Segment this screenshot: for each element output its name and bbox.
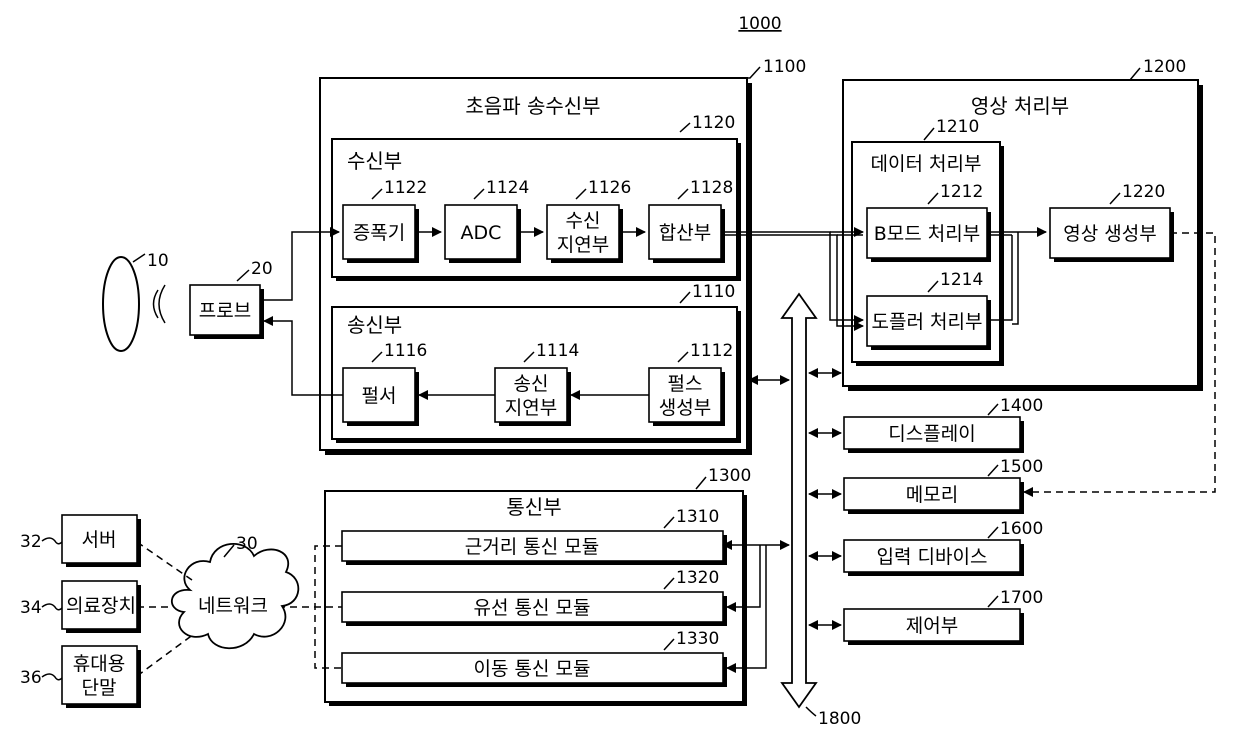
portable-terminal-block: 휴대용 단말 36 (20, 646, 141, 708)
transmit-delay-ref: 1114 (536, 341, 579, 361)
display-ref: 1400 (1000, 396, 1043, 416)
doppler-processor-label: 도플러 처리부 (872, 311, 983, 333)
portable-terminal-ref: 36 (20, 668, 42, 688)
controller-ref: 1700 (1000, 588, 1043, 608)
communication-title: 통신부 (506, 495, 561, 519)
short-range-module-ref: 1310 (676, 507, 719, 527)
receive-delay-label-line2: 지연부 (557, 234, 609, 256)
transmitter-ref: 1110 (692, 282, 735, 302)
memory-ref: 1500 (1000, 457, 1043, 477)
probe-label: 프로브 (199, 300, 251, 322)
server-label: 서버 (82, 529, 117, 551)
memory-label: 메모리 (906, 484, 958, 506)
doppler-processor-ref: 1214 (940, 270, 983, 290)
receiver-title: 수신부 (347, 149, 402, 173)
portable-terminal-label-line2: 단말 (82, 677, 117, 699)
pulse-generator-label-line2: 생성부 (659, 397, 711, 419)
server-ref: 32 (20, 532, 42, 552)
image-processor-ref: 1200 (1143, 57, 1186, 77)
medical-device-label: 의료장치 (66, 595, 136, 617)
input-device-block: 입력 디바이스 1600 (844, 519, 1043, 576)
probe-block: 프로브 20 (190, 259, 273, 339)
portable-terminal-label-line1: 휴대용 (73, 653, 125, 675)
bmode-processor-label: B모드 처리부 (874, 223, 980, 245)
input-device-label: 입력 디바이스 (877, 546, 988, 568)
summer-ref: 1128 (690, 178, 733, 198)
transmit-delay-label-line2: 지연부 (505, 397, 557, 419)
pulser-ref: 1116 (384, 341, 427, 361)
data-processor-title: 데이터 처리부 (871, 153, 982, 175)
display-label: 디스플레이 (888, 423, 975, 445)
receiver-ref: 1120 (692, 113, 735, 133)
controller-block: 제어부 1700 (844, 588, 1043, 645)
probe-ref: 20 (251, 259, 273, 279)
network-label: 네트워크 (198, 595, 268, 617)
amplifier-label: 증폭기 (353, 222, 405, 244)
mobile-module-label: 이동 통신 모듈 (474, 658, 591, 680)
figure-number: 1000 (738, 14, 781, 34)
transceiver-ref: 1100 (763, 57, 806, 77)
medical-device-ref: 34 (20, 598, 42, 618)
image-generator-label: 영상 생성부 (1063, 223, 1156, 245)
transceiver-title: 초음파 송수신부 (465, 94, 600, 118)
transmitter-title: 송신부 (347, 313, 402, 337)
receive-delay-ref: 1126 (588, 178, 631, 198)
input-device-ref: 1600 (1000, 519, 1043, 539)
wired-module-ref: 1320 (676, 568, 719, 588)
image-generator-ref: 1220 (1122, 182, 1165, 202)
mobile-module-ref: 1330 (676, 629, 719, 649)
bmode-processor-ref: 1212 (940, 182, 983, 202)
wired-module-label: 유선 통신 모듈 (474, 597, 591, 619)
image-processor-title: 영상 처리부 (971, 94, 1069, 118)
display-block: 디스플레이 1400 (844, 396, 1043, 453)
data-processor-ref: 1210 (936, 117, 979, 137)
controller-label: 제어부 (906, 615, 958, 637)
server-block: 서버 32 (20, 515, 141, 567)
short-range-module-label: 근거리 통신 모듈 (465, 536, 599, 558)
adc-ref: 1124 (486, 178, 529, 198)
memory-block: 메모리 1500 (844, 457, 1043, 514)
amplifier-ref: 1122 (384, 178, 427, 198)
receive-delay-label-line1: 수신 (566, 210, 601, 232)
object-ellipse: 10 (103, 251, 169, 351)
adc-label: ADC (461, 222, 502, 244)
transmit-delay-label-line1: 송신 (514, 373, 549, 395)
network-cloud: 네트워크 30 (172, 534, 298, 648)
medical-device-block: 의료장치 34 (20, 581, 141, 633)
bus-ref: 1800 (818, 709, 861, 729)
pulser-label: 펄서 (362, 385, 397, 407)
object-ref: 10 (147, 251, 169, 271)
pulse-generator-ref: 1112 (690, 341, 733, 361)
summer-label: 합산부 (659, 222, 711, 244)
pulse-generator-label-line1: 펄스 (668, 373, 703, 395)
communication-ref: 1300 (708, 466, 751, 486)
network-ref: 30 (236, 534, 258, 554)
